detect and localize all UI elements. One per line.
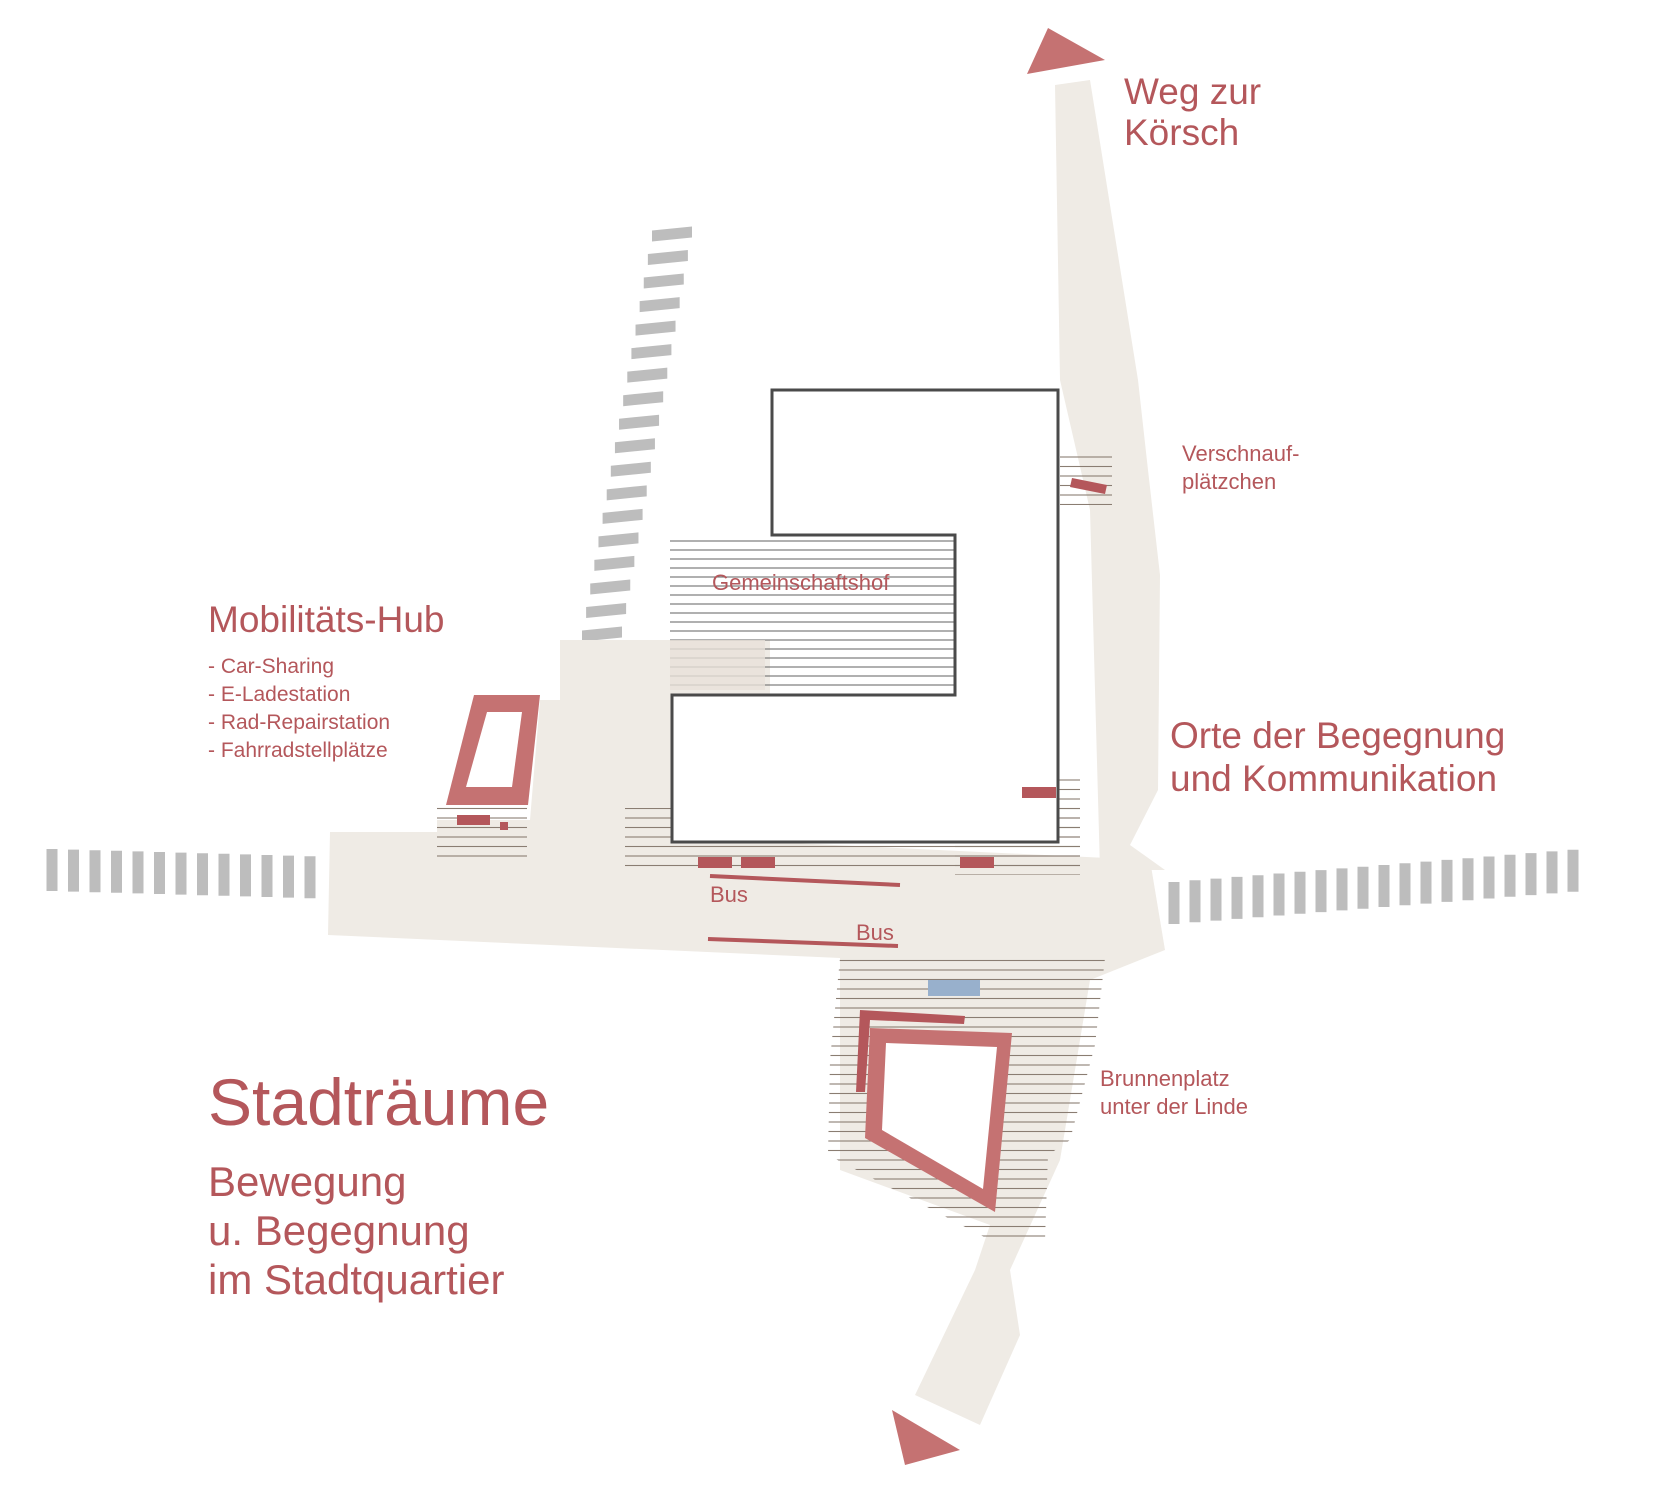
rail-nw-tie (627, 367, 668, 383)
rail-e-tie (1483, 856, 1495, 899)
label-brunnen-line1: Brunnenplatz (1100, 1066, 1230, 1091)
fountain-water-marker (928, 980, 980, 996)
rail-e-tie (1504, 854, 1516, 897)
rail-nw-tie (647, 250, 688, 266)
label-mobility-item-2: - E-Ladestation (208, 683, 350, 706)
rail-e-tie (1378, 865, 1390, 907)
label-verschnauf-line2: plätzchen (1182, 469, 1276, 494)
label-bus-2: Bus (856, 920, 894, 945)
hatch-mobility (437, 805, 527, 857)
rail-e-tie (1567, 849, 1579, 892)
rail-e-tie (1231, 876, 1243, 919)
bus-stop-line-south (707, 937, 899, 948)
rail-w-tie (46, 849, 58, 891)
main-title: Stadträume (208, 1065, 549, 1139)
rail-e-tie (1399, 863, 1411, 906)
label-mobility-title: Mobilitäts-Hub (208, 599, 444, 640)
bench-south-2 (741, 857, 775, 868)
brunnenplatz-wall (856, 1010, 965, 1092)
rail-e-tie (1315, 870, 1327, 913)
bench-verschnauf (1070, 478, 1107, 494)
rail-nw-tie (652, 226, 692, 242)
rail-w-tie (89, 850, 101, 893)
rail-nw-tie (582, 626, 622, 642)
rail-w-tie (132, 851, 144, 894)
rail-w-tie (304, 856, 316, 899)
subtitle-line3: im Stadtquartier (208, 1256, 504, 1303)
arrow-south-icon (892, 1410, 960, 1465)
brunnenplatz-pavilion-inner (882, 1043, 997, 1189)
rail-w-tie (261, 855, 273, 897)
rail-e-tie (1462, 858, 1474, 901)
rail-w-tie (197, 853, 208, 896)
rail-nw-tie (631, 344, 672, 360)
rail-e-tie (1294, 871, 1306, 914)
rail-e-tie (1357, 866, 1369, 909)
subtitle-line1: Bewegung (208, 1158, 407, 1205)
arrow-north-icon (1027, 28, 1105, 74)
rail-e-tie (1252, 875, 1264, 918)
rail-e-tie (1441, 859, 1453, 902)
rail-e-tie (1525, 853, 1537, 896)
rail-nw-tie (598, 532, 639, 548)
label-brunnen-line2: unter der Linde (1100, 1094, 1248, 1119)
label-weg-line2: Körsch (1124, 112, 1239, 153)
benches (698, 478, 1107, 868)
rail-w-tie (68, 849, 79, 892)
repair-station-marker (500, 822, 508, 830)
rail-nw-tie (635, 320, 676, 336)
rail-nw-tie (602, 508, 643, 524)
rail-e-tie (1336, 868, 1348, 911)
mobility-hub-shelter-inner (466, 712, 522, 787)
label-bus-1: Bus (710, 882, 748, 907)
rail-nw-tie (643, 273, 684, 289)
subtitle-line2: u. Begegnung (208, 1207, 470, 1254)
hatch-verschnauf (1060, 450, 1112, 505)
rail-e-tie (1546, 851, 1558, 894)
label-gemeinschaftshof: Gemeinschaftshof (712, 570, 890, 595)
rail-nw-tie (623, 391, 664, 407)
rail-nw-tie (590, 579, 631, 595)
paving-main-plaza (328, 640, 1165, 1425)
rail-w-tie (218, 853, 230, 896)
label-orte-line1: Orte der Begegnung (1170, 715, 1505, 756)
rail-nw-tie (606, 485, 647, 501)
rail-track-west (46, 849, 316, 899)
label-orte-line2: und Kommunikation (1170, 758, 1497, 799)
rail-w-tie (154, 852, 165, 894)
label-mobility-item-4: - Fahrradstellplätze (208, 739, 388, 762)
bench-east (1022, 787, 1056, 798)
charging-station-marker (457, 815, 490, 825)
rail-track-northwest (582, 226, 692, 642)
label-mobility-item-1: - Car-Sharing (208, 655, 334, 678)
rail-w-tie (111, 850, 122, 893)
rail-track-east (1168, 849, 1579, 924)
bus-stop-line-north (709, 874, 901, 887)
label-verschnauf-line1: Verschnauf- (1182, 441, 1299, 466)
rail-e-tie (1210, 878, 1222, 921)
label-weg-line1: Weg zur (1124, 71, 1261, 112)
rail-nw-tie (610, 461, 651, 477)
rail-nw-tie (594, 555, 635, 571)
rail-e-tie (1420, 861, 1432, 904)
rail-nw-tie (586, 602, 627, 618)
bench-south-3 (960, 857, 994, 868)
rail-nw-tie (614, 438, 655, 454)
rail-nw-tie (619, 414, 660, 430)
building-outline (670, 388, 1060, 844)
paving-mobility-area (437, 700, 560, 832)
label-mobility-item-3: - Rad-Repairstation (208, 711, 390, 734)
rail-e-tie (1273, 873, 1285, 916)
rail-nw-tie (639, 297, 680, 313)
rail-w-tie (240, 854, 251, 897)
rail-e-tie (1189, 880, 1201, 923)
bench-south-1 (698, 857, 732, 868)
rail-w-tie (175, 852, 187, 895)
hatch-hof-beige (670, 640, 765, 690)
rail-e-tie (1168, 882, 1180, 924)
rail-w-tie (283, 855, 294, 898)
